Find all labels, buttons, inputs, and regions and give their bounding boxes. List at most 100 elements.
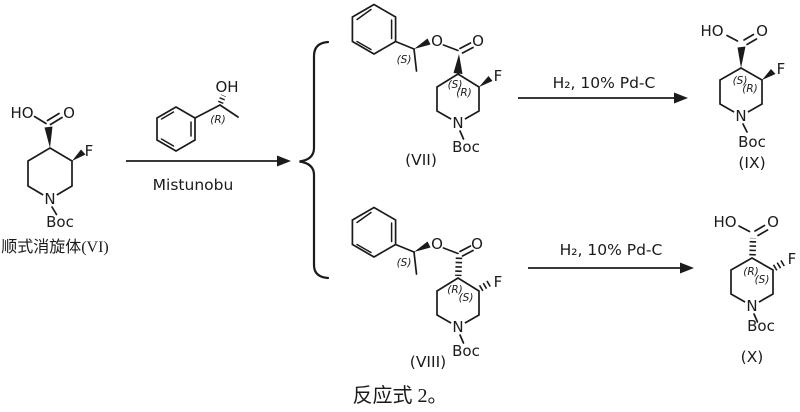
atom-label-boc: Boc	[46, 213, 74, 231]
atom-label-f: F	[494, 67, 503, 85]
compound-x-id: (X)	[741, 348, 764, 366]
compound-vi-name: 顺式消旋体(VI)	[1, 238, 109, 256]
mitsunobu-arrow: Mistunobu	[126, 155, 291, 194]
phenyl-ring	[351, 3, 397, 55]
atom-label-boc: Boc	[452, 138, 480, 156]
atom-label-o: O	[767, 213, 779, 231]
wedge-bond-ring	[453, 54, 463, 74]
atom-label-f: F	[788, 250, 797, 268]
n-halo	[733, 108, 749, 124]
atom-label-ho: HO	[10, 104, 33, 122]
compound-viii-id: (VIII)	[410, 353, 446, 371]
stereo-label-c3: (R)	[742, 83, 758, 95]
stereo-label-r: (R)	[210, 114, 226, 126]
arrow-head	[674, 92, 688, 104]
bond-phenyl-benzylic	[194, 104, 221, 119]
bond-c-o-double-2	[746, 38, 758, 46]
wedge-bond-ester-o	[414, 38, 431, 49]
bond-phenyl-benzylic	[394, 40, 415, 50]
bond-ho-c	[33, 115, 47, 125]
atom-label-ho: HO	[700, 22, 723, 40]
bond-c-o-double-2	[461, 249, 474, 257]
atom-label-f: F	[494, 273, 503, 291]
bond-n-boc	[753, 313, 759, 323]
atom-label-n: N	[44, 190, 55, 208]
atom-label-o: O	[756, 22, 768, 40]
compound-viii: (S) O O F (R) (S) N Boc (VIII)	[351, 206, 503, 371]
wedge-bond-ester-o	[414, 241, 431, 252]
aromatic-inner-3	[356, 211, 372, 224]
compound-vii: (S) O O F (S) (R) N Boc (VII)	[351, 3, 503, 169]
aromatic-inner-2	[160, 138, 175, 147]
arrow-head	[680, 262, 694, 274]
atom-label-n: N	[746, 297, 757, 315]
phenyl-ring	[351, 206, 397, 258]
bond-methyl	[413, 48, 418, 72]
stereo-label-benzylic: (S)	[397, 257, 412, 269]
hydrogenation-arrow-top: H₂, 10% Pd-C	[518, 74, 688, 104]
atom-label-o: O	[63, 104, 75, 122]
atom-label-n: N	[735, 107, 746, 125]
hash-bond-carboxyl	[749, 237, 757, 256]
n-halo	[450, 319, 466, 335]
reagent-chiral-alcohol: OH (R)	[156, 78, 239, 152]
reagent-text: H₂, 10% Pd-C	[553, 74, 656, 92]
wedge-bond-fluorine	[762, 69, 776, 80]
stereo-label-c3: (S)	[755, 274, 770, 286]
wedge-bond-fluorine	[479, 76, 493, 87]
wedge-bond-carboxyl	[44, 126, 53, 148]
wedge-bond-carboxyl	[737, 46, 746, 68]
atom-label-carbonyl-o: O	[472, 32, 484, 50]
wedge-bond-fluorine	[72, 149, 86, 161]
bond-ho-c	[738, 225, 751, 233]
atom-label-f: F	[777, 60, 786, 78]
stereo-label-c4: (R)	[447, 284, 463, 296]
bond-n-boc	[459, 130, 465, 140]
bond-c-o-double-2	[46, 112, 60, 122]
scheme-caption: 反应式 2。	[353, 384, 448, 407]
compound-ix: HO O F (S) (R) N Boc (IX)	[700, 22, 785, 172]
atom-label-boc: Boc	[747, 317, 775, 335]
bond-c-o-double-1	[49, 116, 63, 126]
atom-label-ho: HO	[713, 213, 736, 231]
bond-ho-c	[726, 34, 739, 42]
bond-c-o-double-2	[757, 229, 769, 237]
reagent-text: H₂, 10% Pd-C	[560, 241, 663, 259]
bond-c-o-double-2	[461, 46, 474, 54]
bond-n-boc	[742, 123, 748, 133]
compound-ix-id: (IX)	[738, 154, 765, 172]
hash-bond-ring	[455, 257, 463, 277]
bond-o-carbonyl	[442, 247, 459, 255]
aromatic-inner-3	[160, 111, 175, 120]
stereo-label-c4: (S)	[448, 79, 463, 91]
bond-methyl	[219, 104, 239, 118]
bond-o-carbonyl	[442, 44, 459, 52]
n-halo	[450, 115, 466, 131]
atom-label-n: N	[452, 318, 463, 336]
bond-c-o-double-1	[459, 245, 472, 253]
hydrogenation-arrow-bottom: H₂, 10% Pd-C	[528, 241, 694, 274]
atom-label-carbonyl-o: O	[471, 235, 483, 253]
compound-x: HO O F (R) (S) N Boc (X)	[713, 213, 796, 366]
aromatic-inner-2	[356, 243, 372, 254]
bond-n-boc	[51, 206, 58, 216]
hash-bond-oh	[217, 94, 227, 105]
compound-vii-id: (VII)	[405, 151, 437, 169]
bond-c-o-double-1	[743, 33, 755, 41]
n-halo	[42, 191, 58, 207]
bond-c-o-double-1	[754, 224, 766, 232]
atom-label-boc: Boc	[738, 133, 766, 151]
compound-vi: HO O F N Boc 顺式消旋体(VI)	[1, 104, 109, 256]
bond-phenyl-benzylic	[394, 243, 415, 253]
atom-label-oh: OH	[215, 78, 238, 96]
aromatic-inner-2	[356, 40, 372, 51]
curly-brace	[299, 40, 330, 280]
atom-label-boc: Boc	[452, 342, 480, 360]
stereo-label-c4: (R)	[743, 266, 759, 278]
arrow-head	[277, 155, 291, 167]
atom-label-ester-o: O	[431, 235, 443, 253]
atom-label-n: N	[452, 114, 463, 132]
aromatic-inner-3	[356, 8, 372, 21]
